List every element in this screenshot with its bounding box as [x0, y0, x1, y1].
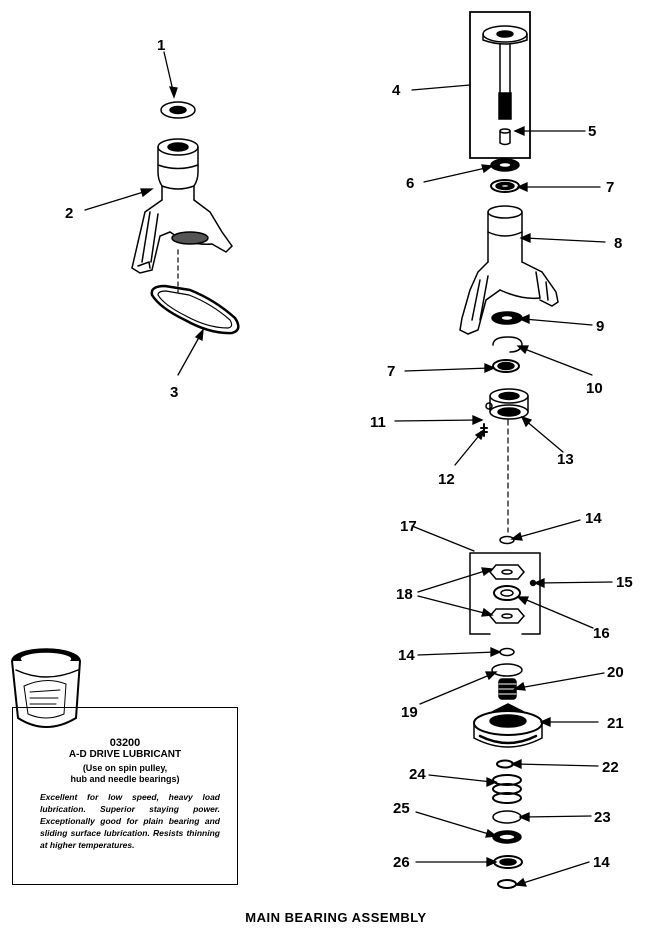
callout-7b: 7: [387, 363, 395, 380]
part-16-bearing: [493, 585, 521, 601]
callout-24: 24: [409, 766, 426, 783]
callout-25: 25: [393, 800, 410, 817]
callout-8: 8: [614, 235, 622, 252]
kit-bracket: [469, 552, 541, 635]
part-21-pulley: [473, 703, 543, 748]
diagram-title: MAIN BEARING ASSEMBLY: [245, 910, 427, 925]
callout-22: 22: [602, 759, 619, 776]
lubricant-info-box: [12, 707, 238, 885]
part-6-seal: [490, 158, 520, 172]
lubricant-part-number: 03200: [109, 737, 141, 749]
part-7-bearing-lower: [492, 359, 520, 373]
callout-2: 2: [65, 205, 73, 222]
part-19-snap-ring: [491, 663, 523, 677]
part-7-bearing-upper: [490, 179, 520, 193]
callout-23: 23: [594, 809, 611, 826]
lubricant-can-icon: [11, 648, 81, 728]
callout-1: 1: [157, 37, 165, 54]
part-25-ring: [492, 830, 522, 844]
part-24-spring: [492, 774, 522, 804]
callout-17: 17: [400, 518, 417, 535]
lubricant-name: A-D DRIVE LUBRICANT: [68, 749, 182, 760]
part-23-washer: [492, 810, 522, 824]
callout-19: 19: [401, 704, 418, 721]
callout-11: 11: [370, 414, 386, 431]
part-4-shaft: [469, 11, 531, 159]
part-3-belt: [150, 284, 240, 335]
lubricant-description: Excellent for low speed, heavy load lubr…: [40, 792, 220, 850]
callout-7a: 7: [606, 179, 614, 196]
callout-3: 3: [170, 384, 178, 401]
part-14-ring-middle: [499, 647, 515, 657]
callout-4: 4: [392, 82, 401, 99]
part-9-seal: [491, 311, 523, 325]
part-14-ring-lower: [497, 879, 517, 889]
part-1-washer: [160, 101, 196, 119]
part-8-bearing-housing: [459, 205, 559, 335]
callout-14b: 14: [398, 647, 415, 664]
callout-9: 9: [596, 318, 604, 335]
callout-12: 12: [438, 471, 455, 488]
callout-21: 21: [607, 715, 624, 732]
callout-20: 20: [607, 664, 624, 681]
part-18-washer-lower: [489, 608, 525, 624]
callout-26: 26: [393, 854, 410, 871]
callout-labels: 1 2 3 4 5 6 7 8 9 7 10 11 13 12 17 14 15…: [65, 37, 633, 871]
part-2-bearing-housing: [131, 138, 233, 274]
callout-13: 13: [557, 451, 574, 468]
part-10-snap-ring: [492, 336, 523, 353]
leader-lines: [84, 51, 613, 887]
part-20-spring: [498, 678, 517, 700]
callout-10: 10: [586, 380, 603, 397]
part-26-bearing: [493, 855, 523, 869]
callout-15: 15: [616, 574, 633, 591]
lubricant-use-line2: hub and needle bearings): [70, 774, 180, 784]
callout-14a: 14: [585, 510, 602, 527]
part-13-hub: [485, 388, 529, 420]
part-18-washer-upper: [489, 564, 525, 580]
part-14-ring-upper: [499, 535, 515, 545]
callout-14c: 14: [593, 854, 610, 871]
callout-16: 16: [593, 625, 610, 642]
callout-6: 6: [406, 175, 414, 192]
callout-18: 18: [396, 586, 413, 603]
lubricant-use-line1: (Use on spin pulley,: [82, 763, 168, 773]
callout-5: 5: [588, 123, 596, 140]
